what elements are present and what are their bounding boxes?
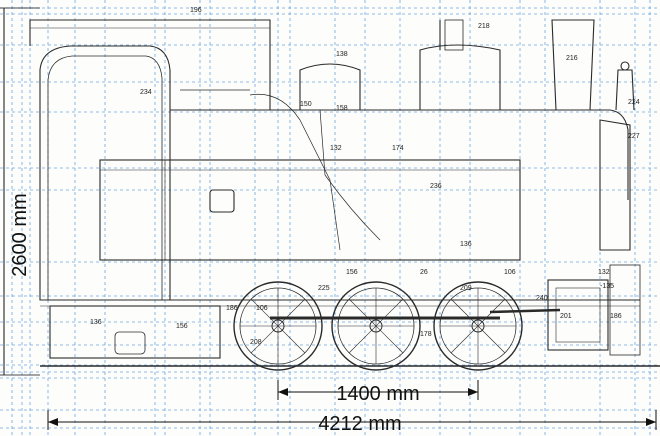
builders-plate xyxy=(209,189,235,213)
side-tank xyxy=(99,159,521,261)
part-number-label: 106 xyxy=(256,305,268,312)
part-number-label: 209 xyxy=(460,285,472,292)
part-number-label: 132 xyxy=(598,269,610,276)
part-number-label: 136 xyxy=(460,241,472,248)
coal-bunker-frame xyxy=(49,305,221,359)
part-number-label: 178 xyxy=(420,331,432,338)
chimney xyxy=(551,19,595,111)
wheel-rear xyxy=(233,281,323,371)
part-number-label: 240 xyxy=(536,295,548,302)
sand-dome xyxy=(299,63,361,110)
part-number-label: 174 xyxy=(392,145,404,152)
height-label: 2600 mm xyxy=(9,193,31,276)
driving-wheels xyxy=(233,281,561,371)
wheelbase-label: 1400 mm xyxy=(336,383,419,405)
part-number-label: 186 xyxy=(226,305,238,312)
part-number-label: 216 xyxy=(566,55,578,62)
part-number-label: 150 xyxy=(300,101,312,108)
part-number-label: 225 xyxy=(318,285,330,292)
length-label: 4212 mm xyxy=(318,413,401,435)
part-number-label: 224 xyxy=(628,99,640,106)
part-number-label: 196 xyxy=(190,7,202,14)
height-dimension: 2600 mm xyxy=(0,7,40,376)
part-number-label: 132 xyxy=(330,145,342,152)
part-number-label: 227 xyxy=(628,133,640,140)
part-number-label: 201 xyxy=(560,313,572,320)
cylinder xyxy=(547,279,609,351)
part-number-label: -135 xyxy=(600,283,614,290)
wheelbase-dimension: 1400 mm xyxy=(277,380,479,405)
cab-roof xyxy=(29,19,271,46)
part-number-label: 158 xyxy=(336,105,348,112)
smokebox xyxy=(599,119,631,251)
part-number-label: 208 xyxy=(250,339,262,346)
part-number-label: 236 xyxy=(430,183,442,190)
steam-dome xyxy=(419,44,501,110)
boiler-outline xyxy=(170,109,629,200)
part-number-label: 26 xyxy=(420,269,428,276)
wheel-middle xyxy=(331,281,421,371)
length-dimension: 4212 mm xyxy=(47,410,657,435)
part-number-label: 156 xyxy=(346,269,358,276)
part-number-label: 218 xyxy=(478,23,490,30)
part-number-labels: 196 138 218 234 150 158 236 216 224 227 132 174 136 1… xyxy=(90,7,640,346)
cab-outline xyxy=(39,45,171,301)
part-number-label: 138 xyxy=(336,51,348,58)
connecting-rod xyxy=(489,308,561,314)
part-number-label: 234 xyxy=(140,89,152,96)
locomotive-linework xyxy=(29,19,660,367)
part-number-label: 156 xyxy=(176,323,188,330)
part-number-label: 186 xyxy=(610,313,622,320)
wheel-front xyxy=(433,281,523,371)
part-number-label: 106 xyxy=(504,269,516,276)
part-number-label: 136 xyxy=(90,319,102,326)
